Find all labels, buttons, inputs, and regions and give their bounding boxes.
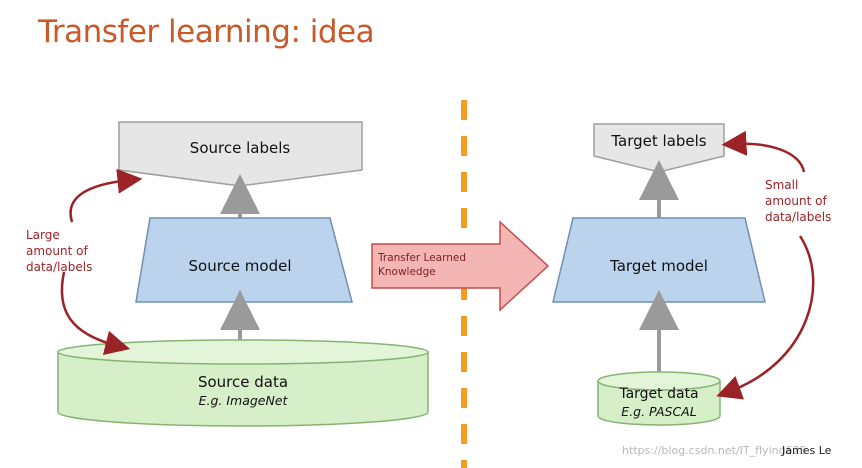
transfer-arrow-shape xyxy=(371,220,550,312)
left-note-line-1: Large xyxy=(26,228,60,242)
right-note-line-3: data/labels xyxy=(765,210,832,224)
target-model-text: Target model xyxy=(610,257,708,275)
left-note-line-2: amount of xyxy=(26,244,88,258)
source-labels-shape xyxy=(118,121,363,187)
source-model-text: Source model xyxy=(188,257,292,275)
credit-text: James Le xyxy=(782,444,832,457)
watermark-text: https://blog.csdn.net/IT_flying625 xyxy=(622,444,807,457)
small-data-to-labels-arrow xyxy=(721,130,806,173)
transfer-arrow-line-1: Transfer Learned xyxy=(378,252,467,264)
large-data-to-labels-arrow xyxy=(69,168,143,223)
right-note-line-2: amount of xyxy=(765,194,827,208)
source-data-text: Source data xyxy=(197,373,289,391)
target-data-text: Target data xyxy=(619,386,699,402)
source-data-example: E.g. ImageNet xyxy=(198,393,288,408)
source-labels-text: Source labels xyxy=(189,139,291,157)
transfer-arrow-line-2: Knowledge xyxy=(378,266,436,278)
large-data-to-source-data-arrow xyxy=(60,271,131,356)
target-labels-shape xyxy=(593,123,725,173)
left-note-line-3: data/labels xyxy=(26,260,93,274)
right-note-line-1: Small xyxy=(765,178,799,192)
source-model-shape xyxy=(135,217,353,303)
target-labels-text: Target labels xyxy=(611,132,707,150)
target-data-shape xyxy=(597,380,721,426)
source-data-top xyxy=(57,339,429,365)
source-data-shape xyxy=(57,351,429,427)
target-model-shape xyxy=(552,217,766,303)
target-data-example: E.g. PASCAL xyxy=(621,404,697,419)
slide-title: Transfer learning: idea xyxy=(38,14,375,50)
small-data-to-target-data-arrow xyxy=(716,235,815,400)
